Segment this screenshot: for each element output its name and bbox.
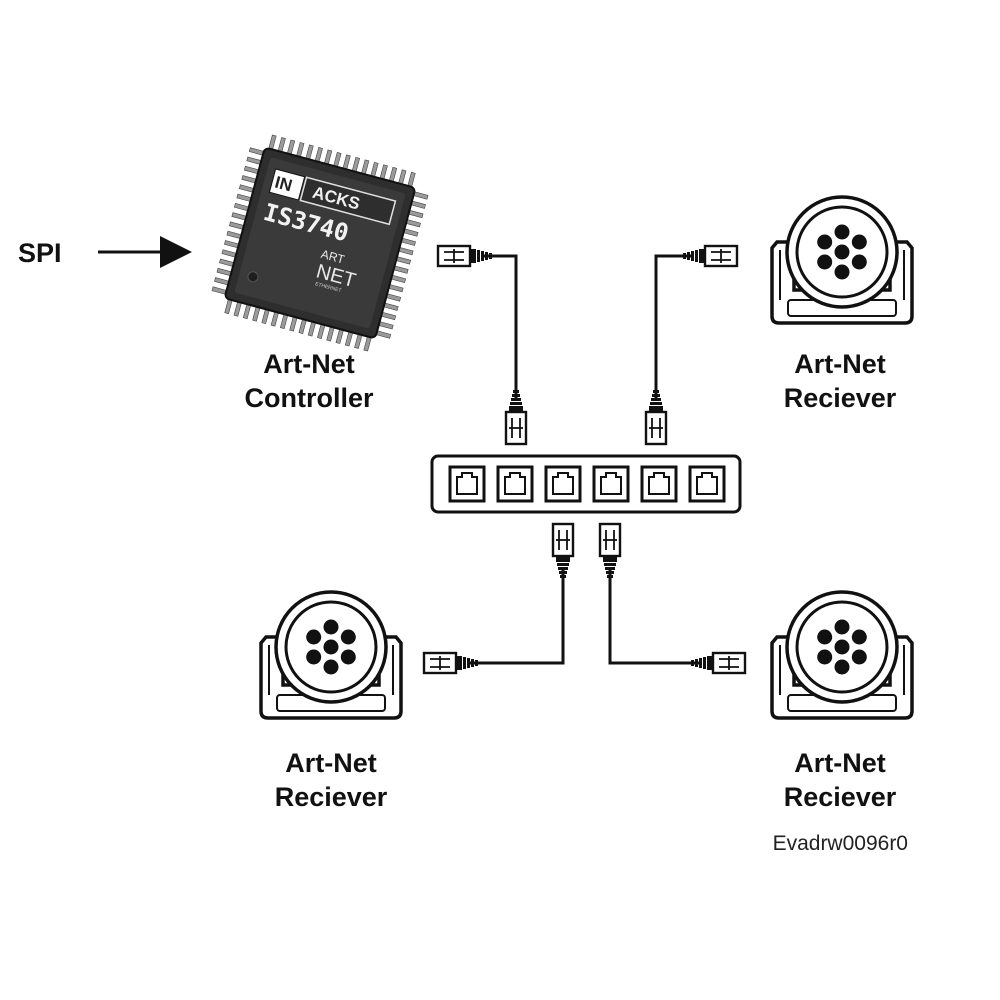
chip-pin bbox=[238, 184, 255, 193]
chip-pin bbox=[211, 286, 227, 295]
chip-pin bbox=[342, 154, 351, 170]
chip-pin bbox=[305, 144, 314, 160]
chip-pin bbox=[246, 156, 262, 165]
chip-pin bbox=[314, 147, 323, 163]
chip-pin bbox=[261, 308, 270, 325]
chip-pin bbox=[289, 316, 298, 332]
chip-pin bbox=[344, 331, 354, 347]
chip-pins bbox=[211, 134, 429, 352]
chip-pin bbox=[388, 284, 404, 293]
chip-pin bbox=[395, 256, 411, 265]
chip-pin bbox=[380, 311, 397, 321]
chip-pin bbox=[398, 169, 407, 185]
chip-pin bbox=[390, 274, 407, 284]
chip-pin bbox=[224, 240, 240, 249]
cable-switch-to-receiver-top-right bbox=[644, 244, 739, 446]
receiver-light-top-right bbox=[770, 195, 914, 325]
chip-pin bbox=[351, 156, 361, 173]
chip-pin bbox=[379, 164, 388, 180]
chip-pin bbox=[221, 249, 237, 258]
chip-pin1-dot bbox=[247, 271, 259, 283]
chip-pin bbox=[335, 328, 344, 344]
chip-pin bbox=[323, 149, 333, 165]
chip-pin bbox=[400, 237, 416, 246]
chip-pin bbox=[410, 200, 426, 209]
switch-port bbox=[448, 465, 486, 503]
chip-pin bbox=[361, 159, 370, 175]
chip-pin bbox=[219, 258, 235, 267]
cable-controller-to-switch bbox=[436, 244, 528, 446]
chip-pin bbox=[393, 265, 409, 274]
chip-pin bbox=[370, 161, 379, 178]
chip-pin bbox=[268, 134, 277, 150]
spi-label: SPI bbox=[18, 238, 62, 268]
network-switch bbox=[430, 454, 742, 514]
chip-pin bbox=[229, 221, 245, 230]
chip-pin bbox=[242, 303, 252, 320]
chip-pin bbox=[270, 311, 279, 327]
spi-arrow bbox=[98, 236, 192, 268]
receiver-top-right-label-line2: Reciever bbox=[784, 383, 897, 413]
chip-pin bbox=[243, 165, 260, 175]
chip-pin bbox=[413, 191, 429, 200]
chip-pin bbox=[233, 301, 242, 317]
chip-pin bbox=[296, 142, 305, 158]
chip-pin bbox=[317, 323, 326, 339]
receiver-bottom-right-label-line2: Reciever bbox=[784, 782, 897, 812]
chip-pin bbox=[388, 166, 398, 183]
switch-port bbox=[544, 465, 582, 503]
receiver-bottom-right-label-line1: Art-Net bbox=[794, 748, 886, 778]
chip-pin bbox=[405, 219, 421, 228]
chip-brand-left: IN bbox=[273, 173, 294, 196]
chip-pin bbox=[248, 147, 265, 156]
receiver-bottom-left-label-line1: Art-Net bbox=[285, 748, 377, 778]
chip-pin bbox=[279, 313, 289, 330]
switch-port bbox=[496, 465, 534, 503]
receiver-bottom-left-label-line2: Reciever bbox=[275, 782, 388, 812]
chip-logo-top: ART bbox=[319, 247, 346, 267]
cable-switch-to-receiver-bottom-left bbox=[422, 522, 575, 675]
chip-pin bbox=[286, 139, 296, 155]
chip-pin bbox=[233, 202, 250, 212]
switch-port bbox=[688, 465, 726, 503]
chip-pin bbox=[363, 336, 372, 352]
chip-pin bbox=[231, 212, 247, 221]
switch-port bbox=[640, 465, 678, 503]
chip-pin bbox=[226, 230, 242, 240]
chip-pin bbox=[326, 326, 335, 342]
receiver-light-bottom-left bbox=[259, 590, 403, 720]
chip-pin bbox=[236, 193, 252, 202]
receiver-light-bottom-right bbox=[770, 590, 914, 720]
chip-pin bbox=[403, 228, 419, 237]
drawing-number: Evadrw0096r0 bbox=[773, 832, 908, 855]
controller-label-line1: Art-Net bbox=[263, 349, 355, 379]
chip-pin bbox=[333, 152, 342, 168]
controller-label-line2: Controller bbox=[244, 383, 373, 413]
chip-pin bbox=[375, 330, 392, 339]
chip-pin bbox=[408, 209, 424, 219]
chip-pin bbox=[307, 321, 317, 337]
chip-pin bbox=[354, 333, 363, 349]
chip-pin bbox=[407, 171, 416, 188]
cable-switch-to-receiver-bottom-right bbox=[598, 522, 747, 675]
chip-pin bbox=[241, 175, 257, 184]
chip-pin bbox=[398, 246, 414, 256]
receiver-top-right-label-line1: Art-Net bbox=[794, 349, 886, 379]
chip-pin bbox=[216, 267, 232, 277]
switch-ports bbox=[448, 465, 726, 503]
switch-port bbox=[592, 465, 630, 503]
chip-pin bbox=[385, 293, 402, 302]
chip-pin bbox=[378, 321, 394, 330]
chip-pin bbox=[224, 298, 233, 315]
chip-pin bbox=[277, 137, 286, 153]
chip-pin bbox=[383, 302, 399, 311]
chip-pin bbox=[252, 306, 261, 322]
chip-pin bbox=[298, 318, 307, 334]
controller-chip: IN ACKS IS3740 ART NET ETHERNET bbox=[211, 134, 429, 352]
chip-pin bbox=[214, 277, 230, 286]
